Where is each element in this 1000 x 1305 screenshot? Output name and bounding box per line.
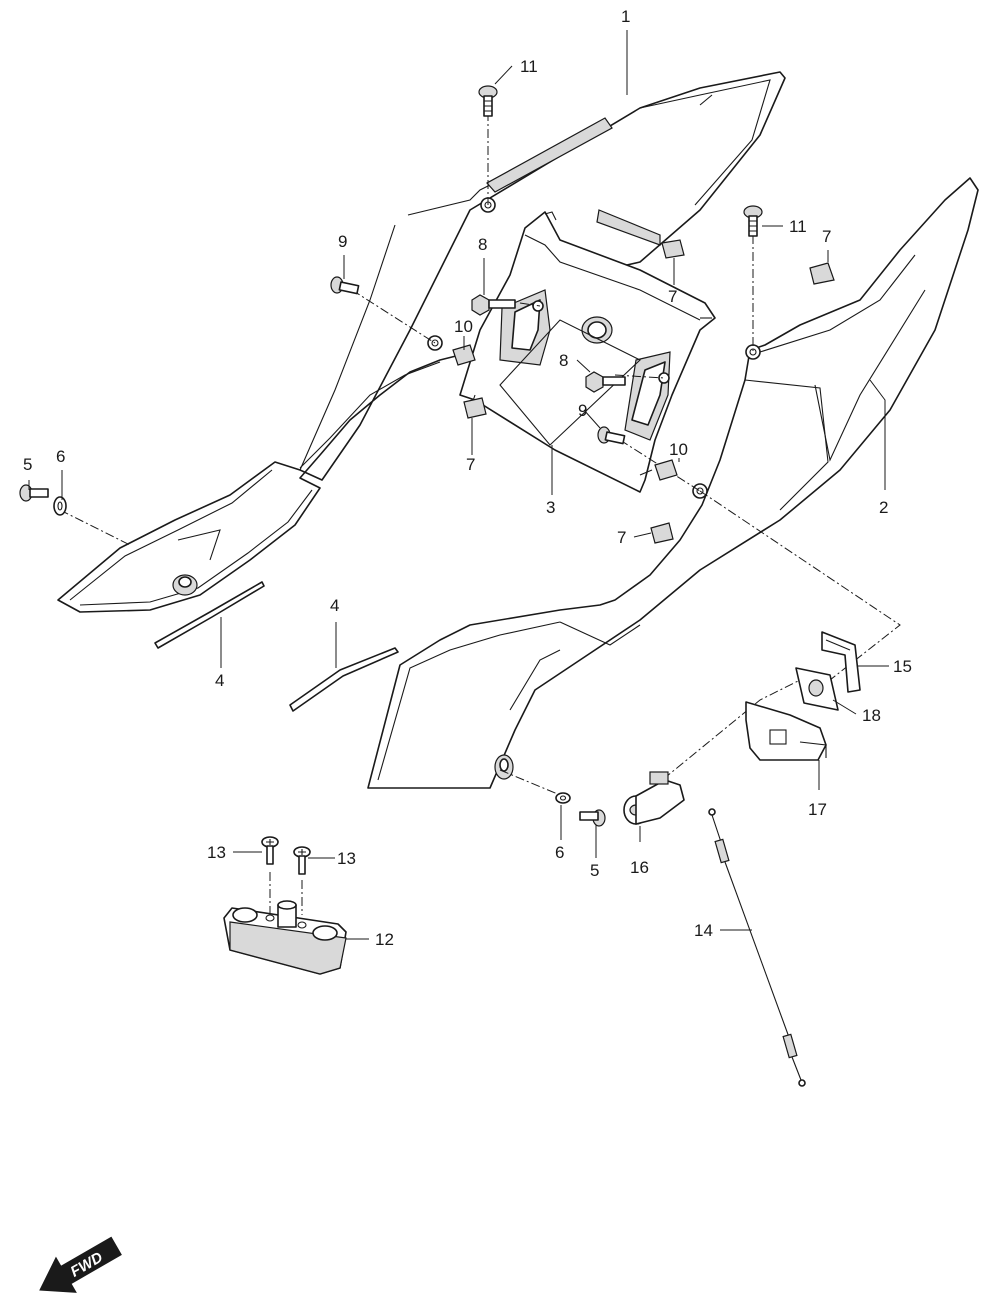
callout-8-upper: 8 <box>478 235 487 254</box>
callout-15: 15 <box>893 657 912 676</box>
callout-6-left: 6 <box>56 447 65 466</box>
callout-7-left: 7 <box>466 455 475 474</box>
release-cable-14 <box>708 808 806 1087</box>
callout-1: 1 <box>621 7 630 26</box>
bolt-8-upper <box>471 294 516 316</box>
trim-strip-right <box>289 647 399 712</box>
callout-7-top: 7 <box>668 287 677 306</box>
washer-6-right <box>555 792 571 804</box>
callout-labels: 1 2 3 4 4 5 5 6 6 7 7 7 7 8 8 9 9 10 10 … <box>23 7 912 949</box>
leader-lines <box>28 30 889 940</box>
screw-11-left <box>478 85 498 117</box>
callout-10-right: 10 <box>669 440 688 459</box>
callout-5-right: 5 <box>590 861 599 880</box>
trim-strip-left <box>154 581 265 649</box>
clip-nut-7-bottom <box>650 522 674 544</box>
callout-8-lower: 8 <box>559 351 568 370</box>
callout-4-right: 4 <box>330 596 339 615</box>
bolt-8-lower <box>585 371 626 393</box>
callout-10-left: 10 <box>454 317 473 336</box>
center-bracket-panel <box>459 211 716 493</box>
screw-11-right <box>743 205 763 237</box>
clip-nut-7-left <box>463 397 487 419</box>
screw-13-left <box>261 836 279 865</box>
callout-17: 17 <box>808 800 827 819</box>
left-side-cover <box>57 71 786 613</box>
callout-11-right: 11 <box>789 217 807 236</box>
bolt-5-right <box>579 809 606 827</box>
callout-7-bottom: 7 <box>617 528 626 547</box>
callout-12: 12 <box>375 930 394 949</box>
washer-6-left <box>53 496 67 516</box>
callout-11-left: 11 <box>520 57 538 76</box>
callout-9-left: 9 <box>338 232 347 251</box>
clip-nut-7-top <box>661 239 685 259</box>
callout-16: 16 <box>630 858 649 877</box>
callout-6-right: 6 <box>555 843 564 862</box>
lock-hook-15 <box>821 631 861 693</box>
callout-18: 18 <box>862 706 881 725</box>
bolt-5-left <box>19 484 49 502</box>
forward-arrow-icon: FWD <box>39 1236 122 1293</box>
callout-14: 14 <box>694 921 713 940</box>
right-side-cover <box>367 177 979 789</box>
callout-9-center: 9 <box>578 401 587 420</box>
callout-7-right: 7 <box>822 227 831 246</box>
nut-10-right <box>654 459 678 481</box>
lock-plate-17 <box>745 701 827 761</box>
callout-13-left: 13 <box>207 843 226 862</box>
holder-block-12 <box>223 900 347 975</box>
screw-13-right <box>293 846 311 875</box>
callout-2: 2 <box>879 498 888 517</box>
screw-9-left <box>330 276 360 295</box>
callout-4-left: 4 <box>215 671 224 690</box>
clip-nut-7-right <box>809 262 835 285</box>
screw-9-center <box>597 426 626 445</box>
lock-spring-18 <box>795 667 839 711</box>
callout-3: 3 <box>546 498 555 517</box>
callout-5-left: 5 <box>23 455 32 474</box>
callout-13-right: 13 <box>337 849 356 868</box>
lock-cylinder-16 <box>623 771 685 825</box>
